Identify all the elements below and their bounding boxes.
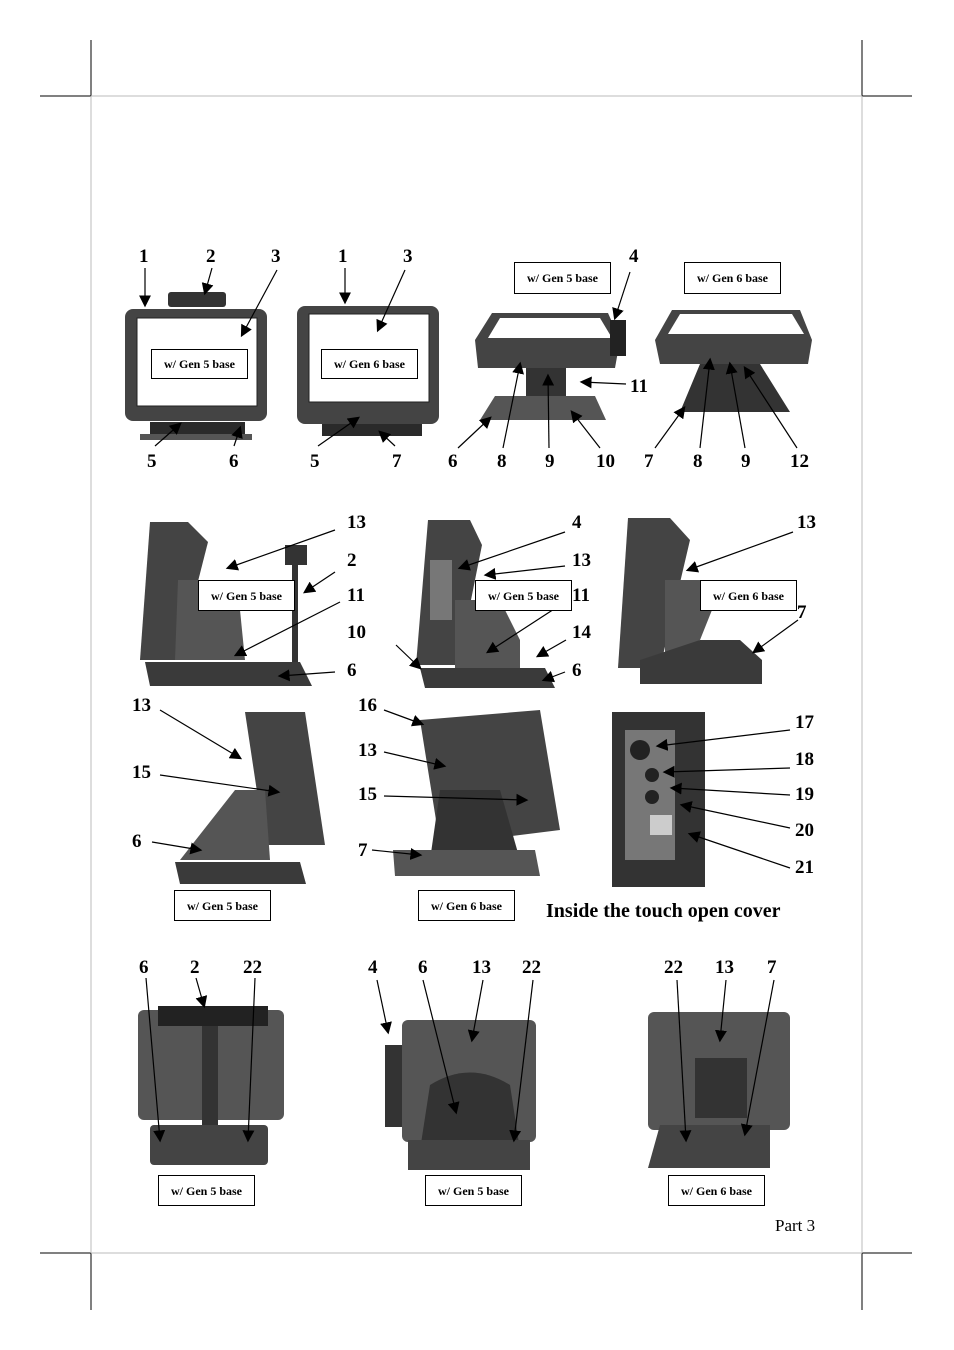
device-rear-side-gen5 [175, 712, 325, 884]
row1-arrows [139, 267, 798, 449]
callout-7: 7 [392, 451, 402, 472]
callout-6: 6 [229, 451, 239, 472]
device-back-gen5-b [385, 1020, 536, 1170]
callout-10: 10 [596, 451, 615, 472]
device-profile-gen6 [618, 518, 762, 684]
callout-1: 1 [338, 246, 348, 267]
callout-3: 3 [403, 246, 413, 267]
callout-4: 4 [572, 512, 582, 533]
io-panel-caption: Inside the touch open cover [546, 900, 781, 922]
callout-7: 7 [797, 602, 807, 623]
callout-22: 22 [243, 957, 262, 978]
label-gen6-base: w/ Gen 6 base [700, 580, 797, 611]
callout-4: 4 [629, 246, 639, 267]
callout-17: 17 [795, 712, 814, 733]
callout-7: 7 [767, 957, 777, 978]
label-gen6-base: w/ Gen 6 base [418, 890, 515, 921]
callout-9: 9 [545, 451, 555, 472]
device-rear-gen6 [393, 710, 560, 876]
row2-arrows [225, 529, 799, 683]
callout-13: 13 [797, 512, 816, 533]
callout-11: 11 [572, 585, 590, 606]
crop-marks [40, 40, 912, 1310]
callout-6: 6 [132, 831, 142, 852]
label-gen5-base: w/ Gen 5 base [425, 1175, 522, 1206]
callout-5: 5 [147, 451, 157, 472]
device-back-gen5-a [138, 1006, 284, 1165]
callout-6: 6 [572, 660, 582, 681]
callout-11: 11 [630, 376, 648, 397]
callout-22: 22 [664, 957, 683, 978]
callout-2: 2 [206, 246, 216, 267]
callout-13: 13 [358, 740, 377, 761]
label-gen6-base: w/ Gen 6 base [668, 1175, 765, 1206]
callout-6: 6 [347, 660, 357, 681]
callout-1: 1 [139, 246, 149, 267]
label-gen5-base: w/ Gen 5 base [151, 349, 248, 379]
callout-15: 15 [132, 762, 151, 783]
callout-6: 6 [448, 451, 458, 472]
page-footer: Part 3 [775, 1216, 816, 1235]
callout-7: 7 [644, 451, 654, 472]
label-gen5-base: w/ Gen 5 base [198, 580, 295, 611]
device-profile-gen5-b [416, 520, 555, 688]
callout-2: 2 [347, 550, 357, 571]
callout-5: 5 [310, 451, 320, 472]
callout-14: 14 [572, 622, 591, 643]
callout-12: 12 [790, 451, 809, 472]
row3-arrows [151, 709, 791, 869]
callout-4: 4 [368, 957, 378, 978]
callout-6: 6 [139, 957, 149, 978]
callout-3: 3 [271, 246, 281, 267]
callout-13: 13 [132, 695, 151, 716]
callout-20: 20 [795, 820, 814, 841]
device-side-gen6 [655, 310, 812, 412]
label-gen5-base: w/ Gen 5 base [174, 890, 271, 921]
label-gen5-base: w/ Gen 5 base [514, 262, 611, 294]
callout-19: 19 [795, 784, 814, 805]
callout-15: 15 [358, 784, 377, 805]
callout-22: 22 [522, 957, 541, 978]
callout-13: 13 [472, 957, 491, 978]
callout-2: 2 [190, 957, 200, 978]
callout-18: 18 [795, 749, 814, 770]
row4-arrows [145, 977, 775, 1143]
device-side-gen5 [475, 313, 626, 420]
callout-9: 9 [741, 451, 751, 472]
callout-16: 16 [358, 695, 377, 716]
callout-8: 8 [693, 451, 703, 472]
callout-6: 6 [418, 957, 428, 978]
callout-8: 8 [497, 451, 507, 472]
label-gen5-base: w/ Gen 5 base [475, 580, 572, 611]
label-gen6-base: w/ Gen 6 base [684, 262, 781, 294]
device-back-gen6 [648, 1012, 790, 1168]
callout-21: 21 [795, 857, 814, 878]
label-gen6-base: w/ Gen 6 base [321, 349, 418, 379]
page-border [90, 95, 863, 1254]
callout-13: 13 [572, 550, 591, 571]
callout-13: 13 [347, 512, 366, 533]
callout-11: 11 [347, 585, 365, 606]
callout-10: 10 [347, 622, 366, 643]
callout-13: 13 [715, 957, 734, 978]
label-gen5-base: w/ Gen 5 base [158, 1175, 255, 1206]
callout-7: 7 [358, 840, 368, 861]
io-panel-photo [612, 712, 705, 887]
